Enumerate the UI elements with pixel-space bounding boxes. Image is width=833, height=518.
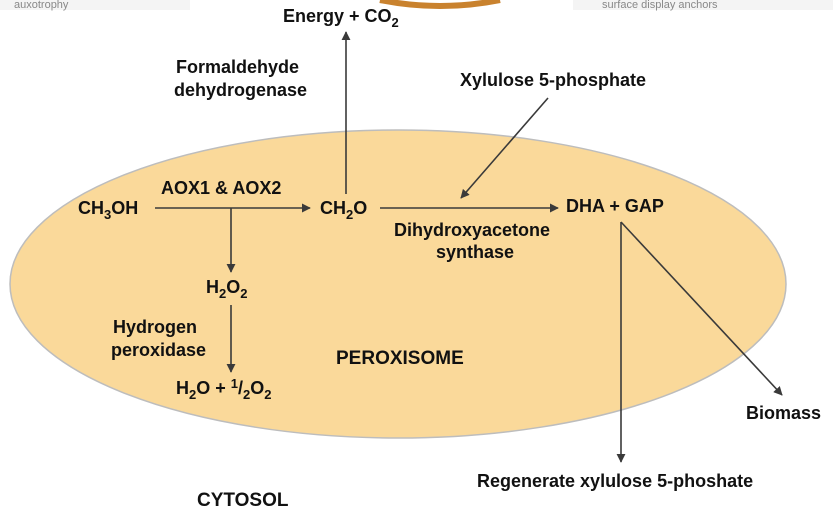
cropped-top-left-text: auxotrophy	[14, 0, 69, 11]
water-oxygen-label: H2O + 1/2O2	[176, 376, 271, 402]
hydrogen-peroxidase-line2: peroxidase	[111, 340, 206, 360]
arrow-to-biomass	[620, 221, 783, 396]
energy-co2-label: Energy + CO2	[283, 6, 399, 30]
formaldehyde-label: CH2O	[320, 198, 367, 222]
regenerate-xylulose-label: Regenerate xylulose 5-phoshate	[477, 471, 753, 491]
dha-gap-label: DHA + GAP	[566, 196, 664, 216]
methanol-label: CH3OH	[78, 198, 138, 222]
xylulose-5-phosphate-label: Xylulose 5-phosphate	[460, 70, 646, 90]
formaldehyde-dehydrogenase-line2: dehydrogenase	[174, 80, 307, 100]
hydrogen-peroxidase-line1: Hydrogen	[113, 317, 197, 337]
cropped-top-left-panel	[0, 0, 190, 10]
hydrogen-peroxide-label: H2O2	[206, 277, 247, 301]
formaldehyde-dehydrogenase-line1: Formaldehyde	[176, 57, 299, 77]
biomass-label: Biomass	[746, 403, 821, 423]
peroxisome-organelle	[9, 129, 787, 439]
peroxisome-label: PEROXISOME	[336, 348, 464, 369]
cropped-top-right-panel	[573, 0, 833, 10]
arrow-xylulose-input	[460, 97, 549, 199]
cropped-top-right-text: surface display anchors	[602, 0, 718, 11]
dihydroxyacetone-synthase-line2: synthase	[436, 242, 514, 262]
aox-enzymes-label: AOX1 & AOX2	[161, 178, 281, 198]
cropped-top-arc	[379, 0, 501, 9]
dihydroxyacetone-synthase-line1: Dihydroxyacetone	[394, 220, 550, 240]
cytosol-label: CYTOSOL	[197, 490, 289, 511]
